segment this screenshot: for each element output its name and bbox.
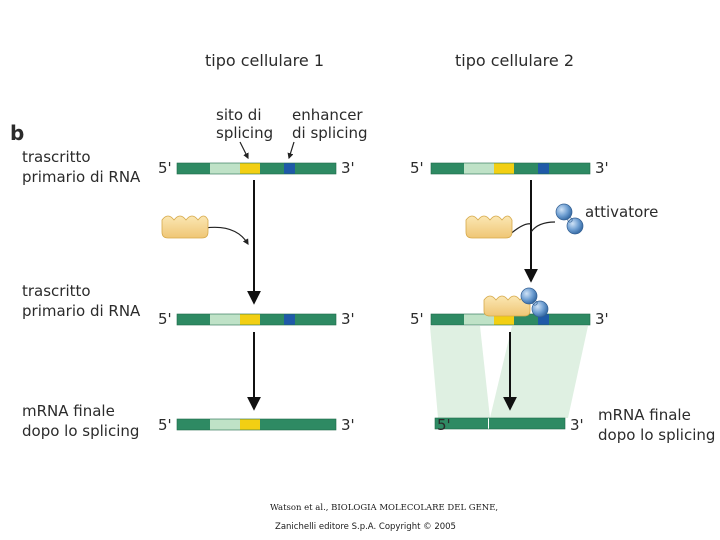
five-prime-end: 5' <box>158 159 172 177</box>
mrna-label-line2: dopo lo splicing <box>22 422 139 440</box>
repressor-curve-arrow <box>204 226 249 246</box>
activator-curve <box>530 221 556 233</box>
primary-transcript-label-line1: trascritto <box>22 148 91 166</box>
five-prime-end: 5' <box>158 310 172 328</box>
primary-transcript2-label-line1: trascritto <box>22 282 91 300</box>
mrna-right-label-line2: dopo lo splicing <box>598 426 715 444</box>
mrna-right <box>434 417 566 430</box>
repressor-protein-icon <box>161 215 209 239</box>
header-cell-type-1: tipo cellulare 1 <box>205 51 324 70</box>
activator-protein-icon <box>520 287 549 318</box>
splice-region-left-shade <box>430 326 490 418</box>
transcript-2-left <box>176 313 337 326</box>
splice-site-pointer <box>239 141 249 160</box>
panel-label: b <box>10 121 24 145</box>
three-prime-end: 3' <box>570 416 584 434</box>
enhancer-label-line2: di splicing <box>292 124 368 142</box>
five-prime-end: 5' <box>158 416 172 434</box>
mrna-left <box>176 418 337 431</box>
activator-label: attivatore <box>585 203 658 221</box>
footer-copyright: Zanichelli editore S.p.A. Copyright © 20… <box>275 522 456 532</box>
enhancer-label-line1: enhancer <box>292 106 363 124</box>
primary-transcript-label-line2: primario di RNA <box>22 168 141 186</box>
five-prime-end: 5' <box>437 416 451 434</box>
three-prime-end: 3' <box>341 416 355 434</box>
mrna-right-label-line1: mRNA finale <box>598 406 691 424</box>
three-prime-end: 3' <box>595 310 609 328</box>
enhancer-pointer <box>287 141 295 160</box>
splice-site-label-line2: splicing <box>216 124 273 142</box>
three-prime-end: 3' <box>341 159 355 177</box>
activator-protein-icon <box>555 203 584 235</box>
splice-site-label-line1: sito di <box>216 106 262 124</box>
header-cell-type-2: tipo cellulare 2 <box>455 51 574 70</box>
five-prime-end: 5' <box>410 159 424 177</box>
repressor-protein-icon <box>465 215 513 239</box>
transcript-1-right <box>430 162 591 175</box>
primary-transcript2-label-line2: primario di RNA <box>22 302 141 320</box>
three-prime-end: 3' <box>341 310 355 328</box>
five-prime-end: 5' <box>410 310 424 328</box>
transcript-1-left <box>176 162 337 175</box>
splice-region-right-shade <box>490 326 588 418</box>
footer-citation: Watson et al., BIOLOGIA MOLECOLARE DEL G… <box>270 503 498 513</box>
repressor-protein-icon <box>483 295 531 317</box>
three-prime-end: 3' <box>595 159 609 177</box>
mrna-label-line1: mRNA finale <box>22 402 115 420</box>
